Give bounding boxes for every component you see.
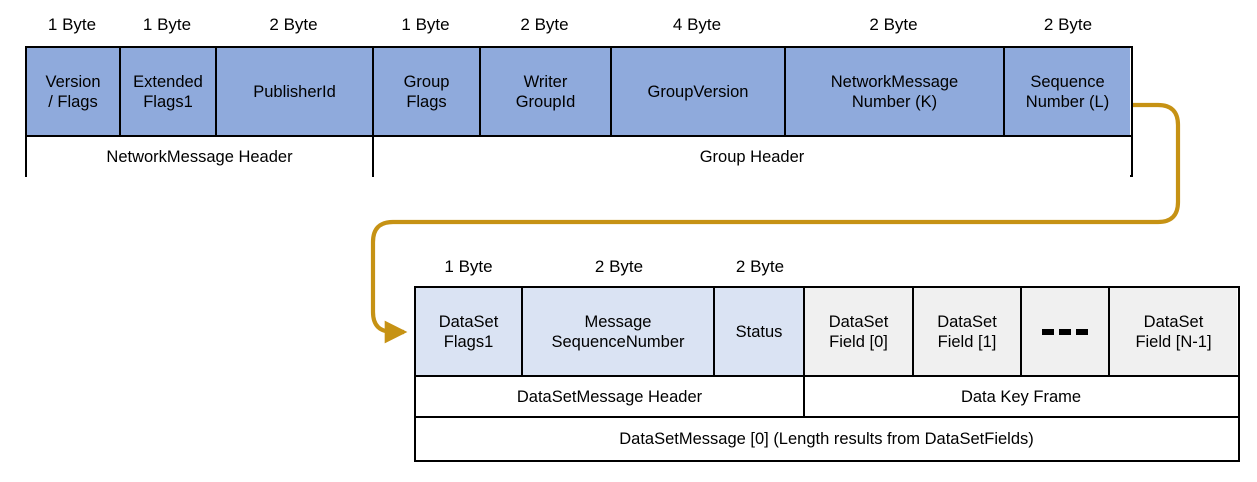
group-group-header: Group Header <box>374 137 1130 177</box>
field-ellipsis <box>1022 288 1110 375</box>
field-version-flags: Version / Flags <box>27 48 121 135</box>
field-status-label: Status <box>735 322 783 341</box>
field-writer-groupid-label: Writer GroupId <box>515 72 576 111</box>
datasetmessage-table: DataSet Flags1 Message SequenceNumber St… <box>414 286 1240 462</box>
field-publisherid: PublisherId <box>217 48 374 135</box>
byte-label-status: 2 Byte <box>735 257 785 276</box>
group-datasetmessage-header: DataSetMessage Header <box>416 377 805 416</box>
datasetmessage-field-row: DataSet Flags1 Message SequenceNumber St… <box>416 288 1238 377</box>
field-extended-flags1-label: Extended Flags1 <box>133 72 203 111</box>
field-networkmessage-number: NetworkMessage Number (K) <box>786 48 1005 135</box>
datasetmessage-group-row: DataSetMessage Header Data Key Frame <box>416 377 1238 418</box>
field-dataset-field-1-label: DataSet Field [1] <box>937 312 997 351</box>
field-networkmessage-number-label: NetworkMessage Number (K) <box>830 72 959 111</box>
group-data-key-frame: Data Key Frame <box>805 377 1237 416</box>
ellipsis-dashes-icon <box>1042 328 1088 335</box>
field-groupversion: GroupVersion <box>612 48 786 135</box>
byte-label-dataset-flags1: 1 Byte <box>444 257 493 276</box>
field-sequence-number: Sequence Number (L) <box>1005 48 1130 135</box>
field-dataset-field-0: DataSet Field [0] <box>805 288 914 375</box>
networkmessage-field-row: Version / Flags Extended Flags1 Publishe… <box>27 48 1131 137</box>
field-dataset-field-1: DataSet Field [1] <box>914 288 1022 375</box>
field-extended-flags1: Extended Flags1 <box>121 48 217 135</box>
datasetmessage-total: DataSetMessage [0] (Length results from … <box>416 418 1237 459</box>
field-group-flags: Group Flags <box>374 48 481 135</box>
byte-label-extended-flags1: 1 Byte <box>142 15 192 34</box>
datasetmessage-total-row: DataSetMessage [0] (Length results from … <box>416 418 1238 459</box>
byte-label-group-flags: 1 Byte <box>401 15 450 34</box>
byte-label-publisherid: 2 Byte <box>269 15 318 34</box>
field-publisherid-label: PublisherId <box>253 82 336 101</box>
field-message-sequencenumber-label: Message SequenceNumber <box>551 312 685 351</box>
networkmessage-group-row: NetworkMessage Header Group Header <box>27 137 1131 177</box>
group-networkmessage-header: NetworkMessage Header <box>27 137 374 177</box>
field-writer-groupid: Writer GroupId <box>481 48 612 135</box>
byte-label-message-sequencenumber: 2 Byte <box>594 257 644 276</box>
field-dataset-field-n-1-label: DataSet Field [N-1] <box>1135 312 1212 351</box>
field-status: Status <box>715 288 805 375</box>
field-group-flags-label: Group Flags <box>403 72 450 111</box>
byte-label-sequence-number: 2 Byte <box>1043 15 1093 34</box>
group-datasetmessage-header-label: DataSetMessage Header <box>516 387 703 406</box>
byte-label-networkmessage-number: 2 Byte <box>869 15 918 34</box>
field-dataset-flags1-label: DataSet Flags1 <box>438 312 499 351</box>
networkmessage-table: Version / Flags Extended Flags1 Publishe… <box>25 46 1133 177</box>
field-dataset-field-n-1: DataSet Field [N-1] <box>1110 288 1237 375</box>
group-data-key-frame-label: Data Key Frame <box>960 387 1082 406</box>
group-networkmessage-header-label: NetworkMessage Header <box>106 148 293 166</box>
byte-label-version-flags: 1 Byte <box>47 15 97 34</box>
field-dataset-field-0-label: DataSet Field [0] <box>828 312 889 351</box>
byte-label-groupversion: 4 Byte <box>672 15 722 34</box>
group-group-header-label: Group Header <box>699 148 805 166</box>
byte-label-writer-groupid: 2 Byte <box>520 15 569 34</box>
datasetmessage-total-label: DataSetMessage [0] (Length results from … <box>619 429 1034 448</box>
field-message-sequencenumber: Message SequenceNumber <box>523 288 715 375</box>
field-groupversion-label: GroupVersion <box>647 82 749 101</box>
field-version-flags-label: Version / Flags <box>45 72 101 111</box>
field-dataset-flags1: DataSet Flags1 <box>416 288 523 375</box>
field-sequence-number-label: Sequence Number (L) <box>1025 72 1110 111</box>
